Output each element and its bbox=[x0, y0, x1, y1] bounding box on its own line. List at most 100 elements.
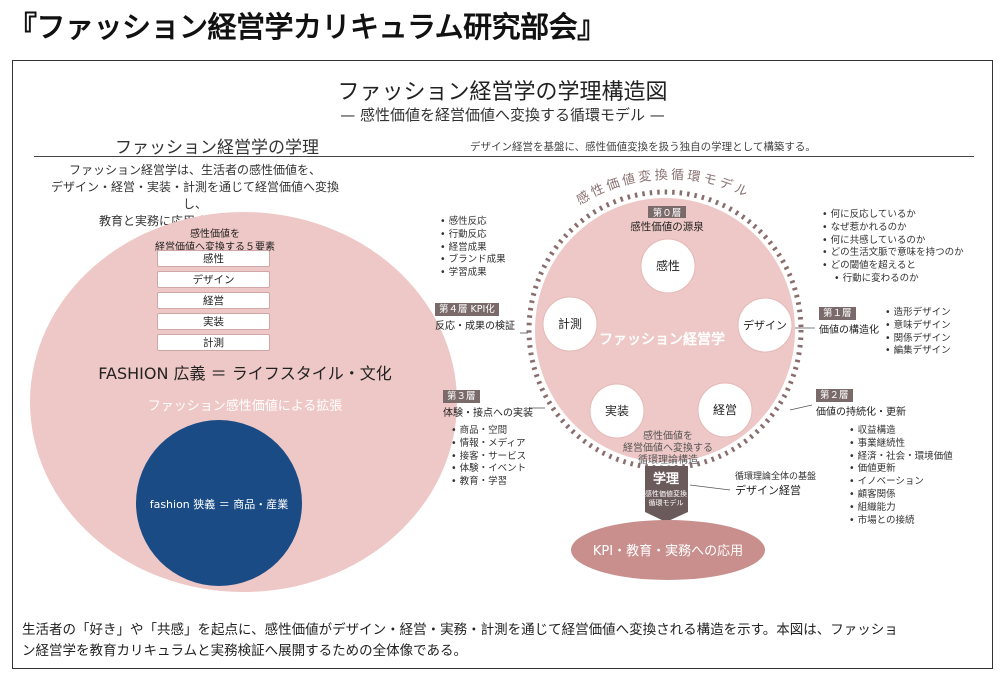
list-item: 体験・イベント bbox=[451, 463, 527, 476]
caption-line: 生活者の「好き」や「共感」を起点に、感性価値がデザイン・経営・実務・計測を通じて… bbox=[22, 622, 898, 638]
inner-note-line: 感性価値を bbox=[643, 429, 693, 442]
list-item: 行動に変わるのか bbox=[822, 273, 964, 286]
base-note-big: デザイン経営 bbox=[735, 483, 801, 497]
layer2-name: 価値の持続化・更新 bbox=[816, 407, 906, 418]
list-item: 学習成果 bbox=[440, 267, 506, 280]
node-sensibility-circle bbox=[640, 238, 696, 294]
fashion-wide-sublabel: ファッション感性価値による拡張 bbox=[147, 399, 343, 414]
source-list: 何に反応しているか なぜ惹かれるのか 何に共感しているのか どの生活文脈で意味を… bbox=[822, 209, 964, 286]
layer4-name: 反応・成果の検証 bbox=[435, 321, 515, 332]
bottom-caption: 生活者の「好き」や「共感」を起点に、感性価値がデザイン・経営・実務・計測を通じて… bbox=[22, 620, 982, 662]
right-note: デザイン経営を基盤に、感性価値変換を扱う独自の学理として構築する。 bbox=[470, 141, 816, 153]
section-heading: ファッション経営学の学理 bbox=[115, 138, 319, 158]
node-implementation-circle bbox=[589, 383, 645, 439]
list-item: 市場との接続 bbox=[849, 515, 953, 528]
fashion-wide-label: FASHION 広義 ＝ ライフスタイル・文化 bbox=[98, 364, 392, 383]
list-item: 接客・サービス bbox=[451, 451, 527, 464]
layer3-tag: 第３層 bbox=[443, 390, 480, 403]
list-item: 何に反応しているか bbox=[822, 209, 964, 222]
list-item: 関係デザイン bbox=[885, 333, 951, 346]
node-design-circle bbox=[737, 297, 793, 353]
node-measurement: 計測 bbox=[558, 316, 582, 331]
connector-line bbox=[689, 484, 731, 491]
cycle-ring bbox=[526, 189, 804, 471]
element-box: 感性 bbox=[157, 250, 270, 267]
inner-note-line: 経営価値へ変換する bbox=[623, 441, 713, 454]
list-item: 経済・社会・環境価値 bbox=[849, 451, 953, 464]
intro-text: ファッション経営学は、生活者の感性価値を、 デザイン・経営・実装・計測を通じて経… bbox=[50, 162, 340, 230]
layer0-tag: 第０層 bbox=[653, 207, 682, 219]
list-item: 何に共感しているのか bbox=[822, 235, 964, 248]
diagram-subtitle: — 感性価値を経営価値へ変換する循環モデル — bbox=[340, 106, 665, 124]
list-item: 感性反応 bbox=[440, 216, 506, 229]
layer1-label: 第１層 価値の構造化 bbox=[819, 307, 879, 336]
theory-title: 学理 bbox=[653, 471, 679, 487]
list-item: どの閾値を超えると bbox=[822, 260, 964, 273]
connector-line bbox=[789, 404, 813, 411]
list-item: 編集デザイン bbox=[885, 345, 951, 358]
node-management: 経営 bbox=[713, 403, 737, 417]
list-item: 収益構造 bbox=[849, 425, 953, 438]
node-sensibility: 感性 bbox=[656, 258, 680, 273]
theory-line: 感性価値変換 bbox=[645, 489, 687, 498]
list-item: 事業継続性 bbox=[849, 438, 953, 451]
page-title: 『ファッション経営学カリキュラム研究部会』 bbox=[8, 10, 606, 44]
list-item: イノベーション bbox=[849, 476, 953, 489]
sustain-list: 収益構造 事業継続性 経済・社会・環境価値 価値更新 イノベーション 顧客関係 … bbox=[849, 425, 953, 527]
list-item: なぜ惹かれるのか bbox=[822, 222, 964, 235]
layer0-name: 感性価値の源泉 bbox=[630, 220, 704, 233]
implement-list: 商品・空間 情報・メディア 接客・サービス 体験・イベント 教育・学習 bbox=[451, 425, 527, 489]
application-ellipse bbox=[571, 520, 765, 580]
node-design: デザイン bbox=[743, 318, 787, 332]
list-item: 経営成果 bbox=[440, 242, 506, 255]
list-item: 商品・空間 bbox=[451, 425, 526, 438]
inner-note-line: 循環理論構造 bbox=[638, 453, 698, 466]
base-note-small: 循環理論全体の基盤 bbox=[735, 470, 816, 482]
list-item: 意味デザイン bbox=[885, 320, 951, 333]
list-item-continuation: 行動に変わるのか bbox=[842, 272, 919, 284]
diagram-title: ファッション経営学の学理構造図 bbox=[337, 80, 668, 105]
list-item: どの生活文脈で意味を持つのか bbox=[822, 247, 964, 260]
layer2-tag: 第２層 bbox=[816, 389, 853, 402]
layer2-label: 第２層 価値の持続化・更新 bbox=[816, 389, 906, 418]
list-item: ブランド成果 bbox=[440, 254, 506, 267]
layer1-tag: 第１層 bbox=[819, 307, 856, 320]
node-measurement-circle bbox=[542, 296, 598, 352]
caption-line: ン経営学を教育カリキュラムと実務検証へ展開するための全体像である。 bbox=[22, 643, 467, 659]
theory-box bbox=[645, 466, 688, 522]
elements-heading-line: 感性価値を bbox=[190, 229, 240, 240]
kpi-list: 感性反応 行動反応 経営成果 ブランド成果 学習成果 bbox=[440, 216, 506, 280]
theory-line: 循環モデル bbox=[649, 498, 684, 507]
elements-heading: 感性価値を 経営価値へ変換する５要素 bbox=[130, 228, 300, 254]
element-box: 実装 bbox=[157, 313, 270, 330]
list-item: 価値更新 bbox=[849, 463, 953, 476]
center-label: ファッション経営学 bbox=[599, 331, 725, 348]
diagram-frame bbox=[12, 60, 993, 669]
design-list: 造形デザイン 意味デザイン 関係デザイン 編集デザイン bbox=[885, 307, 951, 358]
list-item: 教育・学習 bbox=[451, 476, 526, 489]
intro-line: デザイン・経営・実装・計測を通じて経営価値へ変換し、 bbox=[50, 180, 339, 211]
element-box: デザイン bbox=[157, 271, 270, 288]
node-implementation: 実装 bbox=[605, 403, 629, 418]
list-item: 情報・メディア bbox=[451, 438, 526, 451]
element-box: 経営 bbox=[157, 292, 270, 309]
list-item: 行動反応 bbox=[440, 229, 506, 242]
layer3-name: 体験・接点への実装 bbox=[443, 408, 533, 419]
application-label: KPI・教育・実務への応用 bbox=[593, 543, 743, 559]
fashion-narrow-label: fashion 狭義 ＝ 商品・産業 bbox=[149, 498, 289, 511]
layer1-name: 価値の構造化 bbox=[819, 325, 879, 336]
layer0-tag-bg bbox=[648, 206, 686, 218]
node-management-circle bbox=[697, 382, 753, 438]
elements-heading-line: 経営価値へ変換する５要素 bbox=[155, 242, 275, 253]
fashion-narrow-circle bbox=[136, 420, 302, 586]
element-box: 計測 bbox=[157, 334, 270, 351]
intro-line: ファッション経営学は、生活者の感性価値を、 bbox=[68, 163, 321, 177]
layer4-label: 第４層 KPI化 反応・成果の検証 bbox=[435, 303, 515, 332]
layer4-tag: 第４層 KPI化 bbox=[435, 303, 499, 316]
list-item: 組織能力 bbox=[849, 502, 953, 515]
section-divider bbox=[34, 156, 974, 157]
list-item: 顧客関係 bbox=[849, 489, 953, 502]
list-item: 造形デザイン bbox=[885, 307, 951, 320]
layer3-label: 第３層 体験・接点への実装 bbox=[443, 390, 533, 419]
